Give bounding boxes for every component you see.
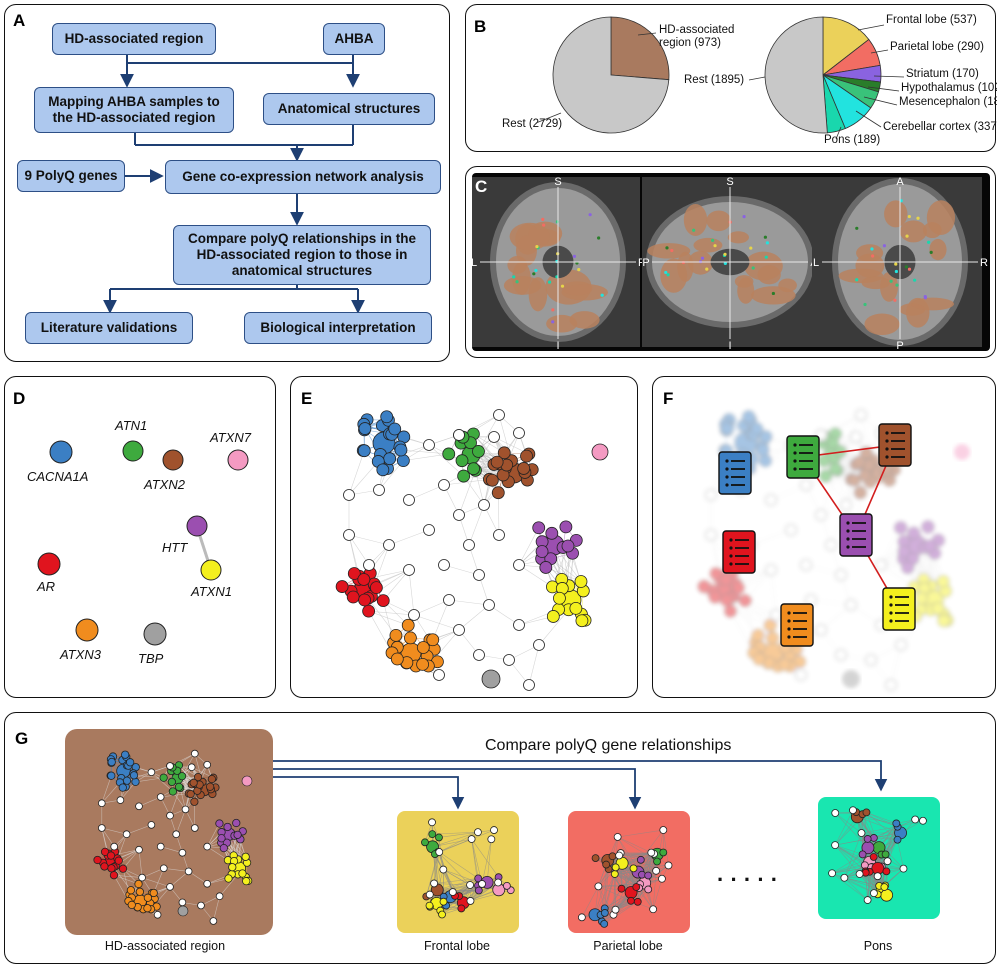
coexpression-network (335, 409, 609, 691)
doc-icon-atxn2 (878, 423, 912, 467)
panel-g-label: G (15, 729, 29, 748)
node-cacna1a (49, 440, 73, 464)
doc-icon-atxn1 (882, 587, 916, 631)
box-compare: Compare polyQ relationships in the HD-as… (173, 225, 431, 285)
gene-label-atn1: ATN1 (115, 418, 148, 433)
panel-g: G Compare polyQ gene relationships HD-as… (4, 712, 996, 964)
mri-coronal-top-label: S (554, 176, 561, 188)
panel-e-label: E (301, 389, 313, 408)
doc-icon-atn1 (786, 435, 820, 479)
mri-axial: A P L R (812, 176, 988, 351)
node-htt (186, 515, 208, 537)
pie2-label-7: Rest (1895) (684, 74, 744, 86)
mri-coronal-bottom-label: I (556, 340, 559, 351)
panel-a: A HD-associated region AHBA Mapping AHBA… (4, 4, 450, 362)
panel-a-label: A (13, 11, 26, 30)
mri-sagittal-left-label: P (642, 257, 649, 269)
gene-label-ar: AR (37, 579, 56, 594)
node-atxn3 (75, 618, 99, 642)
box-ahba: AHBA (323, 23, 385, 55)
pie2-slice-0 (822, 16, 870, 76)
ellipsis: · · · · · (717, 867, 779, 892)
box-hd-region: HD-associated region (52, 23, 216, 55)
box-coexpression: Gene co-expression network analysis (165, 160, 441, 194)
gene-label-tbp: TBP (138, 651, 164, 666)
doc-icon-cacna1a (718, 451, 752, 495)
pie1-slice-0 (610, 16, 670, 81)
doc-icon-htt (839, 513, 873, 557)
node-ar (37, 552, 61, 576)
mri-axial-top-label: A (896, 176, 904, 188)
box-polyq-genes: 9 PolyQ genes (17, 160, 125, 192)
mri-sagittal-top-label: S (726, 176, 733, 188)
panel-g-title: Compare polyQ gene relationships (485, 737, 732, 754)
panel-f: F (652, 376, 996, 698)
box-mapping: Mapping AHBA samples to the HD-associate… (34, 87, 234, 133)
network-bg-frontal (397, 811, 519, 933)
caption-frontal: Frontal lobe (423, 939, 490, 953)
box-biological: Biological interpretation (244, 312, 432, 344)
mri-axial-left-label: L (813, 257, 819, 269)
mri-axial-bottom-label: P (896, 340, 903, 351)
caption-hd-region: HD-associated region (104, 939, 226, 953)
pie1-label-1: Rest (2729) (502, 118, 562, 130)
node-atxn7-isolated (591, 443, 609, 461)
caption-parietal: Parietal lobe (593, 939, 663, 953)
caption-pons: Pons (863, 939, 893, 953)
pie2-label-4: Mesencephalon (182) (899, 96, 997, 108)
pie2-label-6: Pons (189) (824, 134, 880, 146)
panel-d-label: D (13, 389, 26, 408)
node-atxn7 (227, 449, 249, 471)
doc-icon-ar (722, 530, 756, 574)
gene-label-atxn7: ATXN7 (210, 430, 251, 445)
pie2-label-1: Parietal lobe (290) (890, 41, 984, 53)
panel-a-arrows (103, 53, 365, 314)
node-atxn2 (162, 449, 184, 471)
annotated-network (697, 409, 970, 691)
node-tbp-isolated (481, 669, 501, 689)
gene-label-atxn3: ATXN3 (60, 647, 101, 662)
panel-b-label: B (474, 17, 487, 36)
mri-sagittal-bottom-label: I (728, 340, 731, 351)
mri-background: S I L R S I P AA P L R (472, 173, 990, 351)
panel-f-label: F (663, 389, 674, 408)
pie2-slice-7 (764, 16, 828, 134)
pie2-label-2: Striatum (170) (906, 68, 979, 80)
mri-coronal-left-label: L (472, 257, 477, 269)
mri-views: S I L R S I P AA P L R (472, 176, 988, 351)
comparison-networks (65, 729, 940, 935)
pie2-label-5: Cerebellar cortex (337) (883, 121, 997, 133)
pie2-label-0: Frontal lobe (537) (886, 14, 977, 26)
panel-c-label: C (475, 177, 488, 196)
panel-d-nodes (37, 440, 249, 646)
gene-label-htt: HTT (162, 540, 188, 555)
panel-d: D CACNA1A ATN1 ATXN2 ATXN7 HTT ATXN1 AR … (4, 376, 276, 698)
box-literature: Literature validations (25, 312, 193, 344)
panel-e: E (290, 376, 638, 698)
mri-axial-right-label: R (980, 257, 988, 269)
node-atn1 (122, 440, 144, 462)
node-atxn1 (200, 559, 222, 581)
gene-label-atxn1: ATXN1 (191, 584, 232, 599)
doc-icon-atxn3 (780, 603, 814, 647)
node-tbp (143, 622, 167, 646)
gene-label-atxn2: ATXN2 (144, 477, 185, 492)
pie2-label-3: Hypothalamus (102) (901, 82, 997, 94)
panel-c: S I L R S I P AA P L R C (465, 166, 996, 358)
gene-label-cacna1a: CACNA1A (27, 469, 89, 484)
box-anatomical: Anatomical structures (263, 93, 435, 125)
mri-coronal: SILR (472, 176, 646, 351)
pie1-slice-1 (552, 16, 670, 134)
